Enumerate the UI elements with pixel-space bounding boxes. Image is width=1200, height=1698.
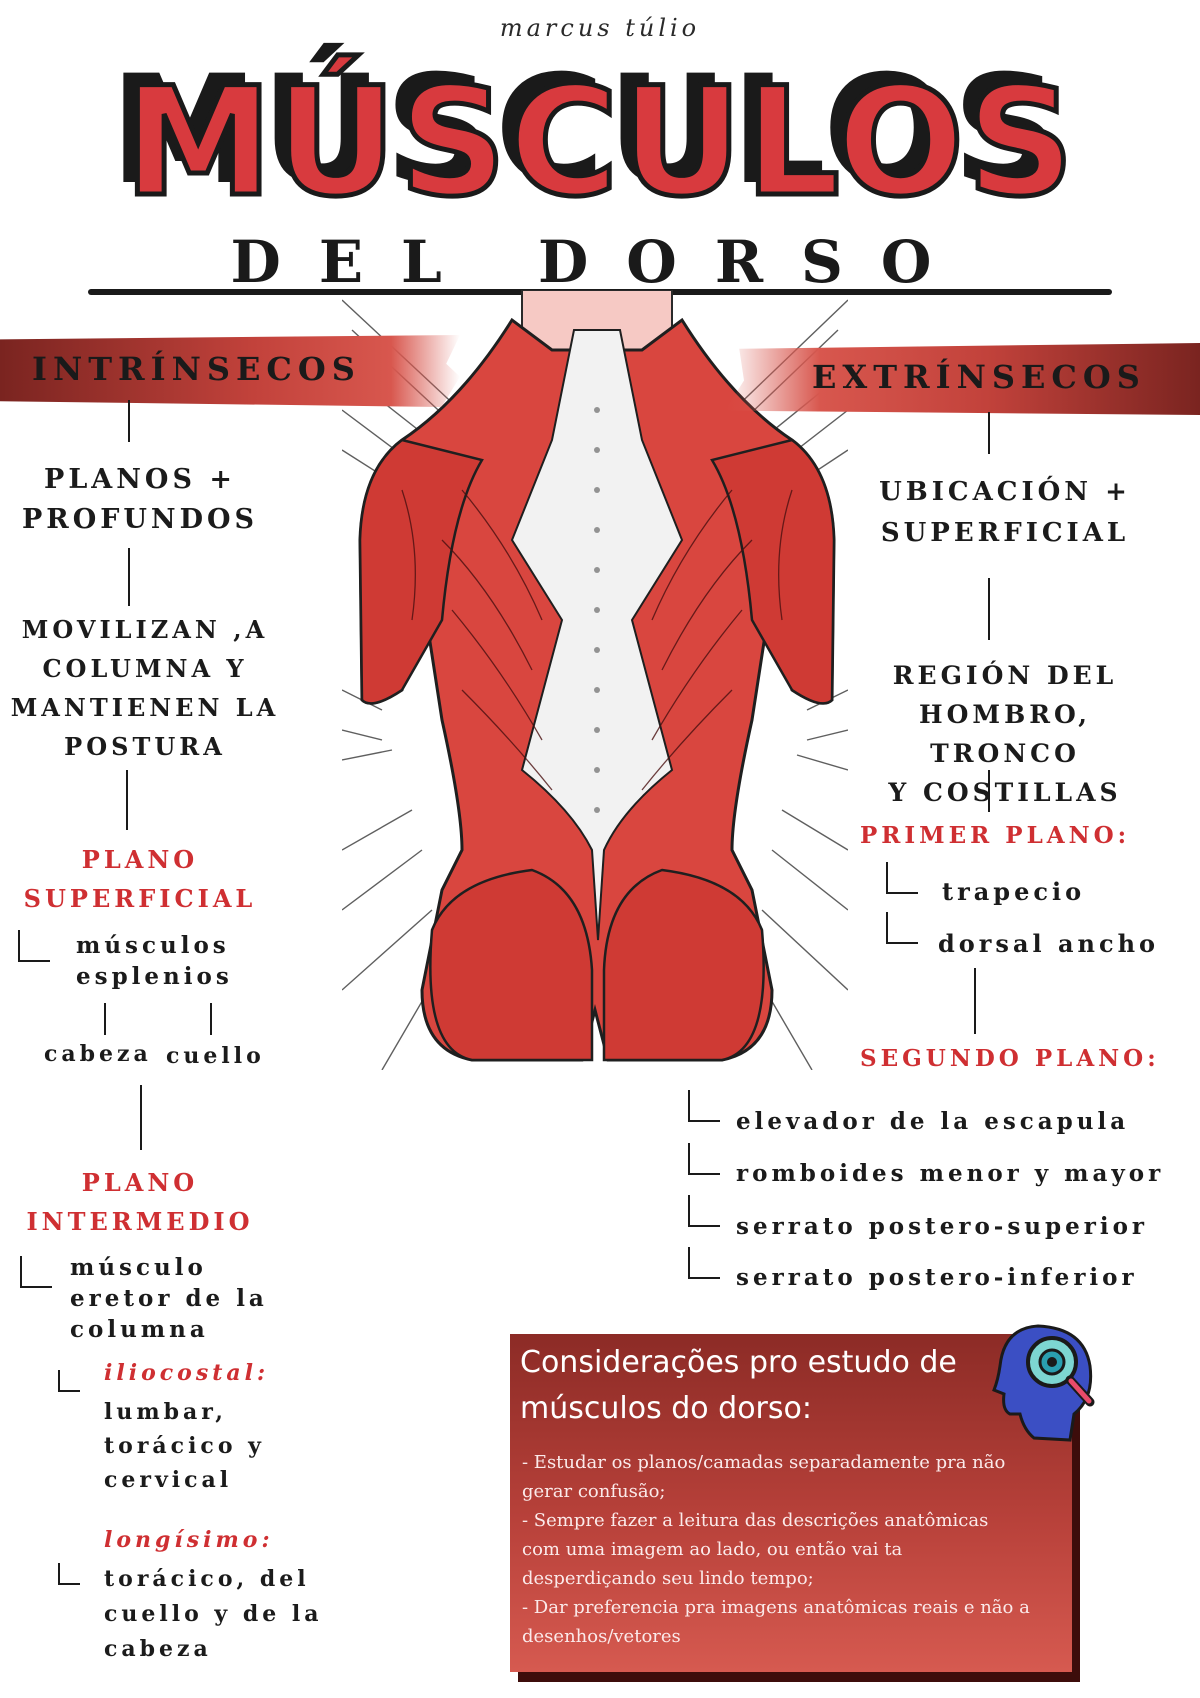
- connector-hook: [18, 930, 50, 962]
- connector-line: [128, 548, 130, 606]
- segundo-item-4: serrato postero-inferior: [736, 1264, 1138, 1291]
- cuello-label: cuello: [166, 1043, 265, 1069]
- note-line: com uma imagem ao lado, ou então vai ta: [522, 1539, 903, 1560]
- connector-line: [988, 578, 990, 640]
- connector-line: [210, 1003, 212, 1035]
- note-line: desenhos/vetores: [522, 1626, 681, 1647]
- connector-line: [140, 1085, 142, 1150]
- musculo-erector: músculo eretor de la columna: [70, 1254, 268, 1343]
- cabeza-label: cabeza: [44, 1041, 152, 1067]
- connector-hook: [688, 1143, 720, 1175]
- region-text: REGIÓN DEL HOMBRO, TRONCO Y COSTILLAS: [888, 661, 1122, 807]
- longisimo-list: torácico, del cuello y de la cabeza: [104, 1566, 323, 1662]
- segundo-item-1: elevador de la escapula: [736, 1108, 1130, 1135]
- planos-profundos: PLANOS + PROFUNDOS: [21, 464, 259, 535]
- plano-intermedio-heading: PLANO INTERMEDIO: [26, 1168, 254, 1236]
- segundo-item-3: serrato postero-superior: [736, 1213, 1149, 1240]
- note-line: desperdiçando seu lindo tempo;: [522, 1568, 814, 1589]
- extrinsic-banner-label: EXTRÍNSECOS: [812, 358, 1146, 396]
- intrinsic-banner: [0, 335, 460, 407]
- note-line: gerar confusão;: [522, 1481, 666, 1502]
- note-line: - Sempre fazer a leitura das descrições …: [522, 1510, 989, 1531]
- primer-item-trapecio: trapecio: [942, 877, 1086, 906]
- note-list: - Estudar os planos/camadas separadament…: [522, 1448, 1067, 1651]
- primer-plano-heading: PRIMER PLANO:: [860, 822, 1131, 849]
- connector-line: [104, 1003, 106, 1035]
- movilizan-text: MOVILIZAN ,A COLUMNA Y MANTIENEN LA POST…: [10, 615, 280, 761]
- connector-line: [988, 770, 990, 812]
- segundo-item-2: romboides menor y mayor: [736, 1160, 1165, 1187]
- connector-hook: [58, 1563, 80, 1585]
- note-line: - Estudar os planos/camadas separadament…: [522, 1452, 1006, 1473]
- connector-hook: [886, 862, 918, 894]
- connector-line: [126, 770, 128, 830]
- longisimo-heading: longísimo:: [104, 1527, 274, 1553]
- ubicacion-superficial: UBICACIÓN + SUPERFICIAL: [879, 477, 1131, 548]
- segundo-plano-heading: SEGUNDO PLANO:: [860, 1045, 1160, 1072]
- connector-line: [128, 400, 130, 442]
- author-name: marcus túlio: [499, 14, 701, 42]
- intrinsic-banner-label: INTRÍNSECOS: [32, 350, 361, 388]
- back-muscles-illustration: [342, 290, 848, 1070]
- page-title: MÚSCULOS: [121, 56, 1077, 231]
- plano-superficial-heading: PLANO SUPERFICIAL: [23, 845, 257, 913]
- musculos-esplenios: músculos esplenios: [76, 932, 233, 990]
- connector-hook: [688, 1247, 720, 1279]
- note-box: [510, 1334, 1072, 1672]
- connector-hook: [688, 1195, 720, 1227]
- connector-hook: [58, 1370, 80, 1392]
- connector-hook: [688, 1090, 720, 1122]
- page-subtitle: DEL DORSO: [230, 228, 970, 296]
- primer-item-dorsal: dorsal ancho: [938, 929, 1160, 958]
- connector-hook: [886, 912, 918, 944]
- note-title: Considerações pro estudo de músculos do …: [520, 1345, 957, 1426]
- connector-line: [974, 968, 976, 1034]
- head-magnifier-icon: [992, 1324, 1095, 1442]
- iliocostal-heading: iliocostal:: [104, 1360, 270, 1386]
- extrinsic-banner: [725, 343, 1200, 415]
- note-line: - Dar preferencia pra imagens anatômicas…: [522, 1597, 1030, 1618]
- connector-line: [988, 412, 990, 454]
- iliocostal-list: lumbar, torácico y cervical: [104, 1399, 265, 1493]
- connector-hook: [20, 1256, 52, 1288]
